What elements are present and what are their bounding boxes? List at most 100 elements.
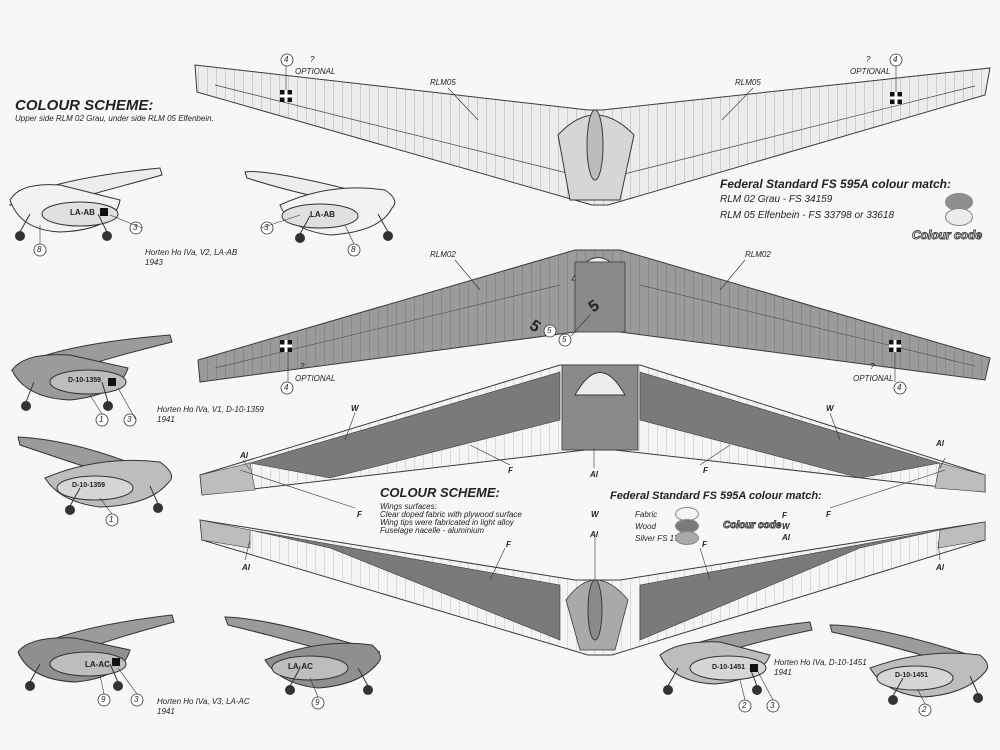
label-optional-mid-right: OPTIONAL [853,374,894,383]
caption-v3-year: 1941 [157,707,175,716]
reg-v4-right: D-10-1451 [895,672,929,679]
label-rlm02-right: RLM02 [745,250,771,259]
caption-v1-year: 1941 [157,415,175,424]
callout-1-v1-right: 1 [109,515,114,524]
label-optional-top-left: OPTIONAL [295,67,336,76]
label-optional-top-right: OPTIONAL [850,67,891,76]
callout-3-v2-right: 3 [264,223,269,232]
side-view-v3-left [17,614,175,691]
mid-code-letter-f: F [782,511,787,520]
callout-3-v4-left: 3 [770,701,775,710]
mid-scheme-line2: Clear doped fabric with plywood surface [380,510,522,519]
label-al-center-lower: Al [590,530,598,539]
mid-code-letter-al: Al [782,533,790,542]
reg-v1-right: D-10-1359 [72,482,106,489]
mid-code-letter-w: W [782,522,790,531]
callout-8-v2-left: 8 [37,245,42,254]
label-optional-mid-left: OPTIONAL [295,374,336,383]
label-al-left-upper: Al [240,451,248,460]
side-view-v2-right [244,171,396,243]
balkenkreuz-upper-right [889,340,901,352]
label-f-under-left: F [506,540,511,549]
side-view-v1-right [17,436,173,515]
label-w-center: W [591,510,599,519]
label-question-mid-left: ? [300,362,305,371]
wing-materials-upper [199,364,986,509]
callout-9-v3-right: 9 [315,698,320,707]
label-al-right-upper: Al [936,439,944,448]
wing-materials-under [199,519,986,656]
wing-planform-upperside [197,249,991,383]
swatch-silver [675,531,699,545]
label-rlm05-right: RLM05 [735,78,761,87]
balkenkreuz-right [890,92,902,104]
label-rlm05-left: RLM05 [430,78,456,87]
label-w-left: W [351,404,359,413]
side-view-v4-left [659,621,813,695]
reg-v1-left: D-10-1359 [68,377,102,384]
callout-2-v4-right: 2 [922,705,927,714]
callout-3-v2-left: 3 [133,223,138,232]
balkenkreuz-upper-left [280,340,292,352]
callout-1-v1-left: 1 [99,415,104,424]
callout-5-a: 5 [547,326,552,335]
caption-v1-title: Horten Ho IVa, V1, D-10-1359 [157,405,264,414]
caption-v2-year: 1943 [145,258,163,267]
wing-planform-underside [194,64,991,206]
callout-4-mid-right: 4 [897,383,902,392]
caption-v2-title: Horten Ho IVa, V2, LA-AB [145,248,238,257]
callout-9-v3-left: 9 [101,695,106,704]
callout-5-b: 5 [562,335,567,344]
callout-8-v2-right: 8 [351,245,356,254]
label-question-mid-right: ? [870,362,875,371]
caption-v4-title: Horten Ho IVa, D-10-1451 [774,658,867,667]
reg-v4-left: D-10-1451 [712,664,746,671]
caption-v3-title: Horten Ho IVa, V3, LA-AC [157,697,250,706]
callout-4-mid-left: 4 [284,383,289,392]
label-f-lower-left: F [357,510,362,519]
caption-v4-year: 1941 [774,668,792,677]
label-rlm02-left: RLM02 [430,250,456,259]
top-colour-scheme-heading: COLOUR SCHEME: [15,97,154,114]
callout-3-v3-left: 3 [134,695,139,704]
label-al-center-upper: Al [590,470,598,479]
label-question-top-right: ? [866,55,871,64]
top-colour-code-label: Colour code [911,228,983,243]
reg-v2-right: LA-AB [310,210,335,219]
label-f-under-right: F [702,540,707,549]
mid-fs-item-fabric: Fabric [635,510,658,519]
top-fs-line1: RLM 02 Grau - FS 34159 [720,194,833,205]
top-fs-line2: RLM 05 Elfenbein - FS 33798 or 33618 [720,210,894,221]
mid-fs-item-wood: Wood [635,522,656,531]
label-w-right: W [826,404,834,413]
mid-colour-code-label: Colour code [722,520,782,532]
mid-scheme-line1: Wings surfaces: [380,502,437,511]
side-view-v2-left [8,167,163,241]
reg-v2-left: LA-AB [70,208,95,217]
label-f-upper-right: F [703,466,708,475]
reg-v3-left: LA-AC [85,660,110,669]
swatch-rlm05 [945,208,973,226]
callout-leaders [39,214,926,705]
balkenkreuz-left [280,90,292,102]
callout-2-v4-left: 2 [742,701,747,710]
mid-fs-item-silver: Silver FS 17178 [635,534,692,543]
side-view-v1-left [10,334,173,411]
callout-4-top-right: 4 [893,55,898,64]
side-view-v4-right [829,624,989,705]
top-fs-title: Federal Standard FS 595A colour match: [720,177,951,191]
mid-fs-title: Federal Standard FS 595A colour match: [610,490,822,502]
mid-scheme-line3: Wing tips were fabricated in light alloy [380,518,514,527]
reg-v3-right: LA-AC [288,662,313,671]
top-colour-scheme-description: Upper side RLM 02 Grau, under side RLM 0… [15,114,214,123]
mid-scheme-line4: Fuselage nacelle - aluminium [380,526,485,535]
side-view-v3-right [224,616,381,695]
label-question-top-left: ? [310,55,315,64]
label-f-upper-left: F [508,466,513,475]
mid-colour-scheme-heading: COLOUR SCHEME: [380,485,500,500]
label-al-right-lower: Al [936,563,944,572]
callout-4-top-left: 4 [284,55,289,64]
callout-3-v1-left: 3 [127,415,132,424]
label-al-left-lower: Al [242,563,250,572]
